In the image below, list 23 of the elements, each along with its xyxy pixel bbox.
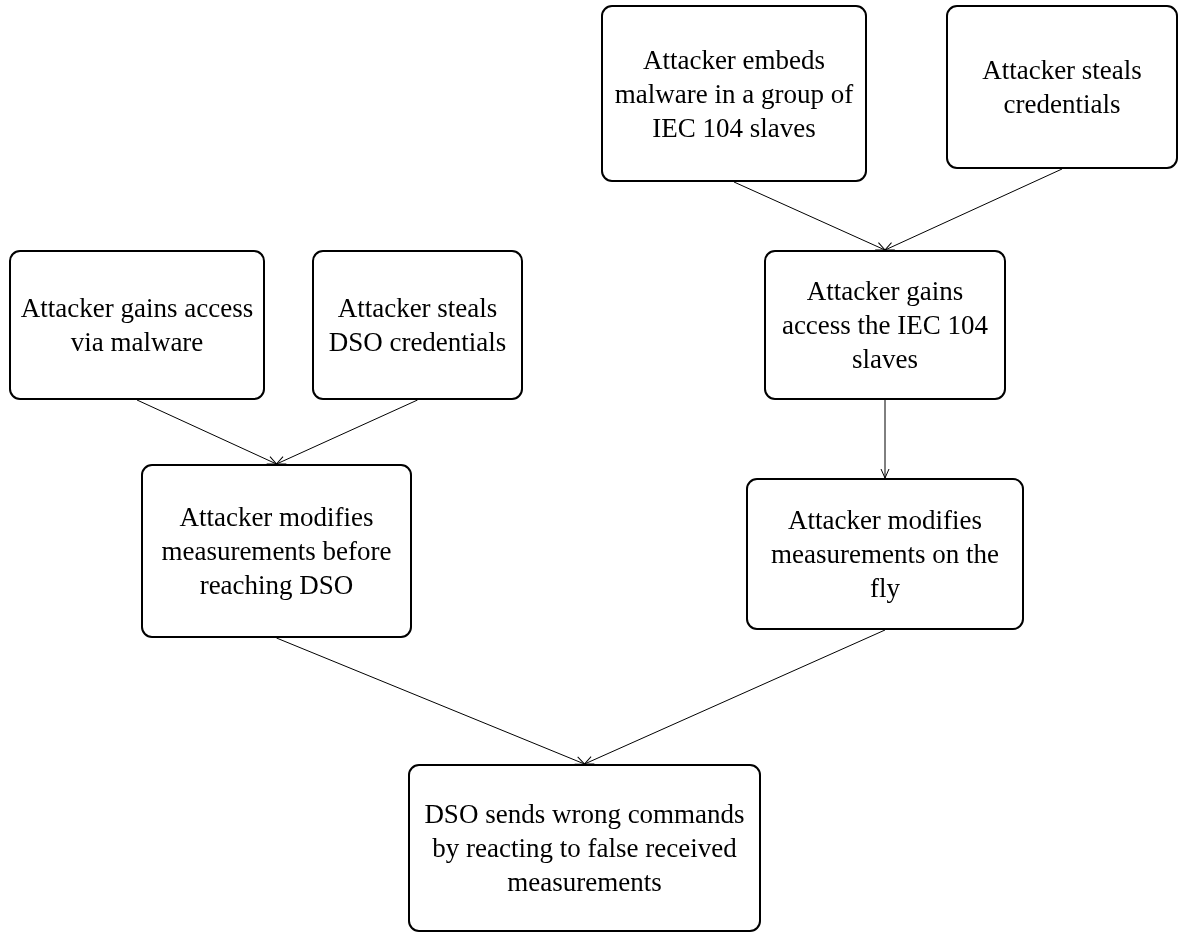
arrow: [880, 399, 890, 479]
arrow: [584, 629, 886, 765]
arrow: [276, 399, 418, 465]
box-text: Attacker gains access via malware: [19, 292, 255, 359]
arrow: [733, 181, 886, 251]
box-text: DSO sends wrong commands by reacting to false received measurements: [423, 798, 746, 899]
box-text: Attacker modifies measurements on the fly: [770, 504, 1000, 605]
process-box: [601, 5, 867, 182]
process-box: [746, 478, 1024, 630]
process-box: [764, 250, 1006, 400]
process-box: [9, 250, 265, 400]
arrow: [136, 399, 277, 465]
box-text: Attacker steals credentials: [981, 54, 1143, 121]
box-text: Attacker embeds malware in a group of IEC 104 slaves: [613, 43, 855, 145]
process-box: [408, 764, 761, 932]
process-box: [946, 5, 1178, 169]
process-box: [141, 464, 412, 638]
box-text: Attacker gains access the IEC 104 slaves: [780, 275, 990, 376]
box-text: Attacker modifies measurements before reaching DSO: [160, 501, 393, 602]
box-text: Attacker steals DSO credentials: [327, 292, 508, 359]
arrow: [884, 168, 1063, 251]
arrow: [276, 637, 585, 765]
process-box: [312, 250, 523, 400]
